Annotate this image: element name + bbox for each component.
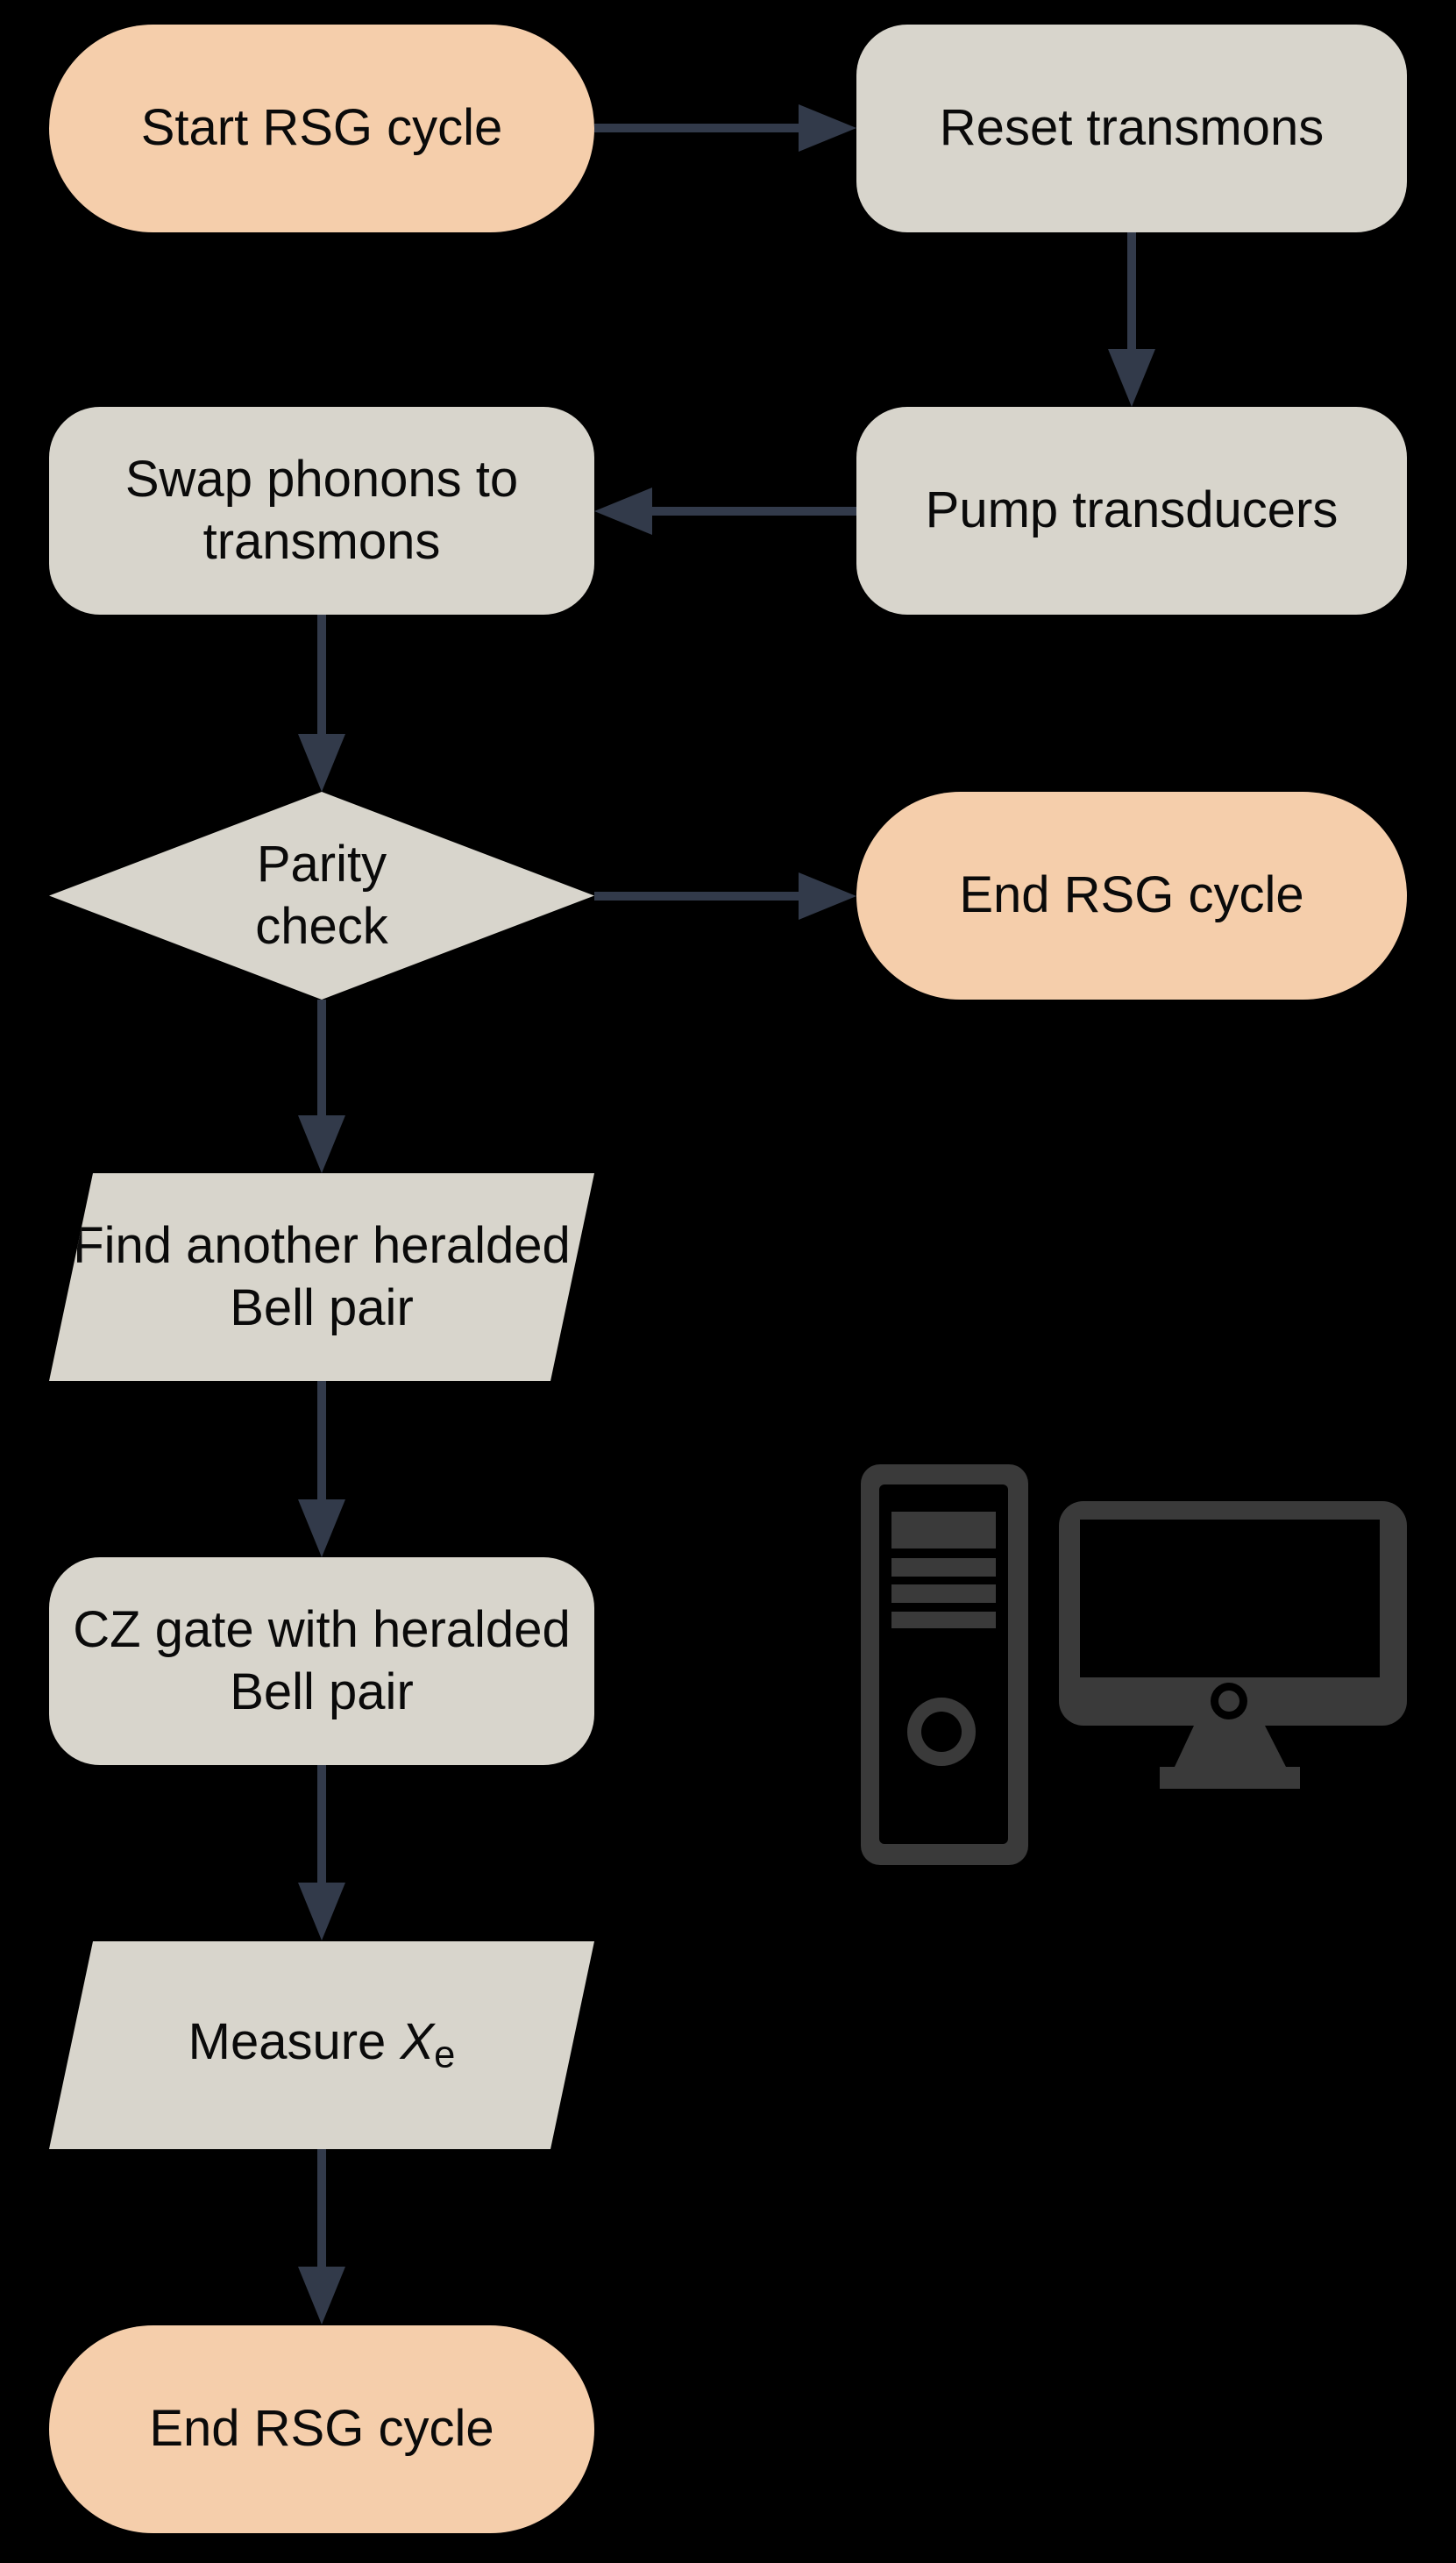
node-end-rsg-cycle-bottom: End RSG cycle — [49, 2325, 594, 2533]
desktop-tower-icon — [861, 1464, 1028, 1865]
node-label: Start RSG cycle — [140, 99, 503, 157]
arrow-parity-to-end-top — [594, 872, 856, 920]
computer-icon — [861, 1464, 1407, 1865]
arrow-reset-to-pump — [1108, 232, 1155, 407]
node-label: End RSG cycle — [959, 866, 1304, 924]
node-label: End RSG cycle — [149, 2400, 494, 2458]
node-end-rsg-cycle-top: End RSG cycle — [856, 792, 1407, 1000]
arrow-measure-to-end — [298, 2149, 345, 2324]
node-label: Pump transducers — [925, 481, 1339, 539]
node-start-rsg-cycle: Start RSG cycle — [49, 25, 594, 232]
arrow-parity-to-find — [298, 1000, 345, 1173]
node-reset-transmons: Reset transmons — [856, 25, 1407, 232]
monitor-icon — [1059, 1501, 1407, 1789]
node-pump-transducers: Pump transducers — [856, 407, 1407, 615]
arrow-pump-to-swap — [594, 488, 856, 535]
node-label: Reset transmons — [939, 99, 1325, 157]
node-measure-xe: Measure Xe — [49, 1941, 594, 2149]
arrow-start-to-reset — [594, 104, 856, 152]
arrow-swap-to-parity — [298, 615, 345, 792]
arrow-find-to-cz — [298, 1381, 345, 1557]
arrow-cz-to-measure — [298, 1765, 345, 1940]
node-label: Measure Xe — [188, 2013, 456, 2076]
